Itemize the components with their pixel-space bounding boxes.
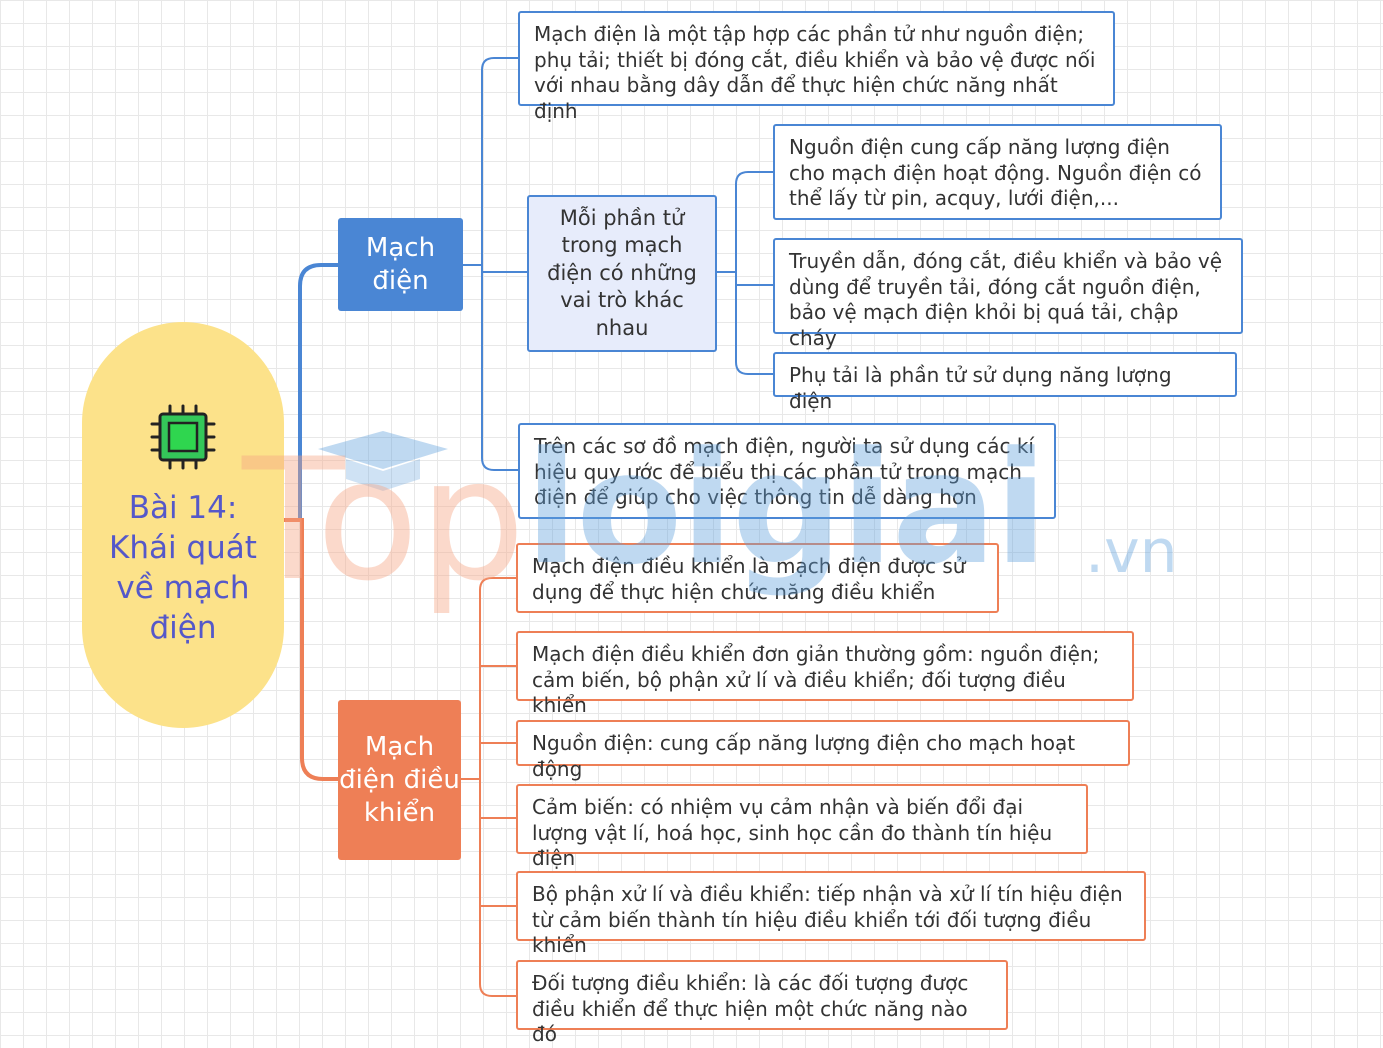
connector-dieu-khien-children — [461, 577, 516, 997]
leaf-symbols[interactable]: Trên các sơ đồ mạch điện, người ta sử dụ… — [518, 423, 1056, 519]
connector-root-mach-dien — [284, 263, 338, 522]
leaf-dk-doi-tuong[interactable]: Đối tượng điều khiển: là các đối tượng đ… — [516, 960, 1008, 1046]
branch-mach-dien[interactable]: Mạch điện — [338, 218, 463, 311]
leaf-definition[interactable]: Mạch điện là một tập hợp các phần tử như… — [518, 11, 1115, 123]
sub-topic-roles[interactable]: Mỗi phần tử trong mạch điện có những vai… — [527, 195, 717, 352]
leaf-dk-components[interactable]: Mạch điện điều khiển đơn giản thường gồm… — [516, 631, 1134, 717]
branch-mach-dien-dieu-khien[interactable]: Mạch điện điều khiển — [338, 700, 461, 860]
microchip-icon — [150, 404, 216, 470]
leaf-dk-cam-bien[interactable]: Cảm biến: có nhiệm vụ cảm nhận và biến đ… — [516, 784, 1088, 870]
leaf-dk-nguon-dien[interactable]: Nguồn điện: cung cấp năng lượng điện cho… — [516, 720, 1130, 781]
connector-mach-dien-children — [481, 57, 527, 471]
leaf-dk-definition[interactable]: Mạch điện điều khiển là mạch điện được s… — [516, 543, 999, 613]
connector-roles-children — [717, 171, 773, 375]
leaf-role-nguon-dien[interactable]: Nguồn điện cung cấp năng lượng điện cho … — [773, 124, 1222, 220]
root-title: Bài 14: Khái quát về mạch điện — [109, 490, 257, 646]
root-topic[interactable]: Bài 14: Khái quát về mạch điện — [82, 322, 284, 728]
leaf-role-phu-tai[interactable]: Phụ tải là phần tử sử dụng năng lượng đi… — [773, 352, 1237, 413]
leaf-dk-xu-li[interactable]: Bộ phận xử lí và điều khiển: tiếp nhận v… — [516, 871, 1146, 957]
connector-root-dieu-khien — [284, 518, 338, 781]
leaf-role-truyen-dan[interactable]: Truyền dẫn, đóng cắt, điều khiển và bảo … — [773, 238, 1243, 350]
